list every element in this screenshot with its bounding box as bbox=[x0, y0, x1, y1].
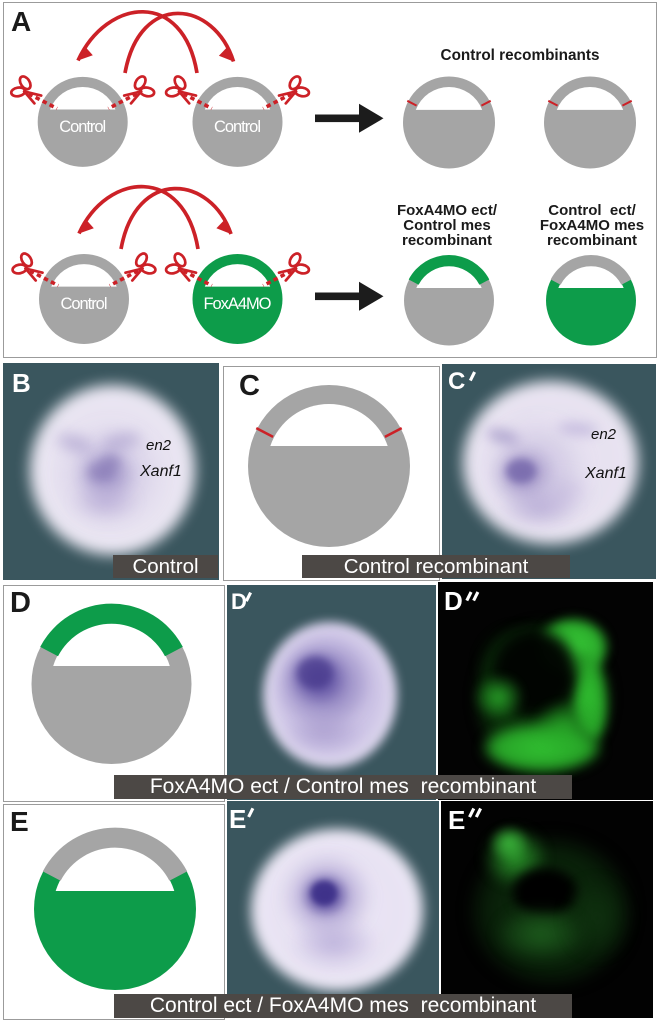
svg-text:Control: Control bbox=[61, 295, 108, 313]
svg-text:Control: Control bbox=[214, 118, 261, 136]
svg-text:Control: Control bbox=[59, 118, 106, 136]
svg-text:FoxA4MO: FoxA4MO bbox=[204, 295, 272, 313]
